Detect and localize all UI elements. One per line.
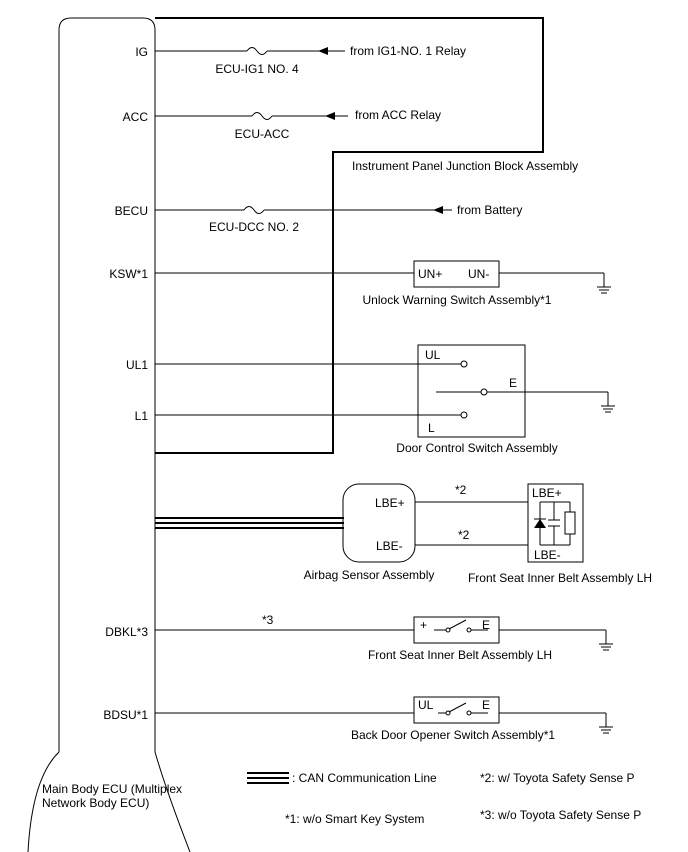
pin-dbkl-label: DBKL*3 (105, 625, 148, 639)
door-switch-name: Door Control Switch Assembly (396, 441, 557, 455)
pin-l1-label: L1 (135, 409, 149, 423)
door-switch-box (417, 344, 526, 438)
fuse-acc-label: ECU-ACC (235, 127, 290, 141)
junction-block-outline (155, 17, 544, 454)
door-switch-contact-e (480, 388, 488, 396)
unlock-switch-pin-minus: UN- (468, 267, 489, 281)
switch-icon (434, 619, 488, 633)
ground-icon (597, 273, 611, 294)
fuse-ig1-symbol (246, 47, 268, 55)
pin-ksw-label: KSW*1 (109, 267, 148, 281)
door-switch-contact-l (460, 411, 468, 419)
back-door-ul: UL (418, 698, 434, 712)
ecu-bottom-wave (27, 751, 191, 852)
back-door-e: E (482, 698, 490, 712)
arrow-becu-icon (433, 206, 443, 214)
arrow-ig-icon (318, 47, 328, 55)
pin-acc-label: ACC (123, 110, 149, 124)
wire-lbe-minus-note: *2 (458, 528, 470, 542)
pin-becu-label: BECU (115, 204, 148, 218)
belt-switch-e: E (482, 618, 490, 632)
belt-switch-plus: + (420, 618, 427, 632)
belt-sensor-lbe-plus: LBE+ (532, 486, 562, 500)
belt-sensor-name: Front Seat Inner Belt Assembly LH (468, 571, 652, 585)
ecu-name-line2: Network Body ECU) (42, 796, 149, 810)
wire-dbkl-note: *3 (262, 613, 274, 627)
ecu-name-line1: Main Body ECU (Multiplex (42, 782, 182, 796)
ground-icon (599, 630, 613, 651)
ecu-body (58, 17, 156, 752)
airbag-sensor-name: Airbag Sensor Assembly (304, 568, 435, 582)
source-acc-relay: from ACC Relay (355, 108, 441, 122)
fuse-acc-symbol (251, 112, 273, 120)
ground-icon (599, 713, 613, 734)
ground-icon (601, 392, 615, 413)
pin-ig-label: IG (135, 45, 148, 59)
arrow-acc-icon (325, 112, 335, 120)
unlock-switch-name: Unlock Warning Switch Assembly*1 (363, 293, 552, 307)
legend-note3: *3: w/o Toyota Safety Sense P (480, 808, 641, 822)
fuse-ig1-label: ECU-IG1 NO. 4 (215, 62, 299, 76)
diode-icon (534, 519, 546, 528)
back-door-box (413, 696, 500, 724)
switch-icon (438, 702, 488, 716)
belt-sensor-lbe-minus: LBE- (534, 548, 561, 562)
legend-can: : CAN Communication Line (292, 771, 437, 785)
can-line (155, 517, 344, 529)
door-switch-contact-ul (460, 360, 468, 368)
back-door-name: Back Door Opener Switch Assembly*1 (351, 728, 555, 742)
belt-sensor-box (527, 483, 584, 563)
airbag-sensor-box (342, 483, 416, 563)
airbag-lbe-minus: LBE- (376, 539, 403, 553)
legend-note1: *1: w/o Smart Key System (285, 812, 424, 826)
door-switch-e: E (509, 376, 517, 390)
legend-note2: *2: w/ Toyota Safety Sense P (480, 771, 635, 785)
wire-lbe-plus-note: *2 (455, 483, 467, 497)
fuse-dcc-symbol (243, 206, 265, 214)
door-switch-ul: UL (425, 348, 441, 362)
unlock-switch-pin-plus: UN+ (418, 267, 442, 281)
source-ig1-relay: from IG1-NO. 1 Relay (350, 44, 466, 58)
airbag-lbe-plus: LBE+ (375, 496, 405, 510)
can-legend-symbol (247, 772, 289, 784)
pin-ul1-label: UL1 (126, 358, 148, 372)
unlock-switch-box (413, 260, 500, 288)
fuse-dcc-label: ECU-DCC NO. 2 (209, 220, 299, 234)
belt-switch-name: Front Seat Inner Belt Assembly LH (368, 648, 552, 662)
pin-bdsu-label: BDSU*1 (103, 708, 148, 722)
source-battery: from Battery (457, 203, 522, 217)
junction-block-label: Instrument Panel Junction Block Assembly (352, 159, 578, 173)
belt-sensor-circuit (539, 501, 576, 546)
door-switch-l: L (428, 421, 435, 435)
